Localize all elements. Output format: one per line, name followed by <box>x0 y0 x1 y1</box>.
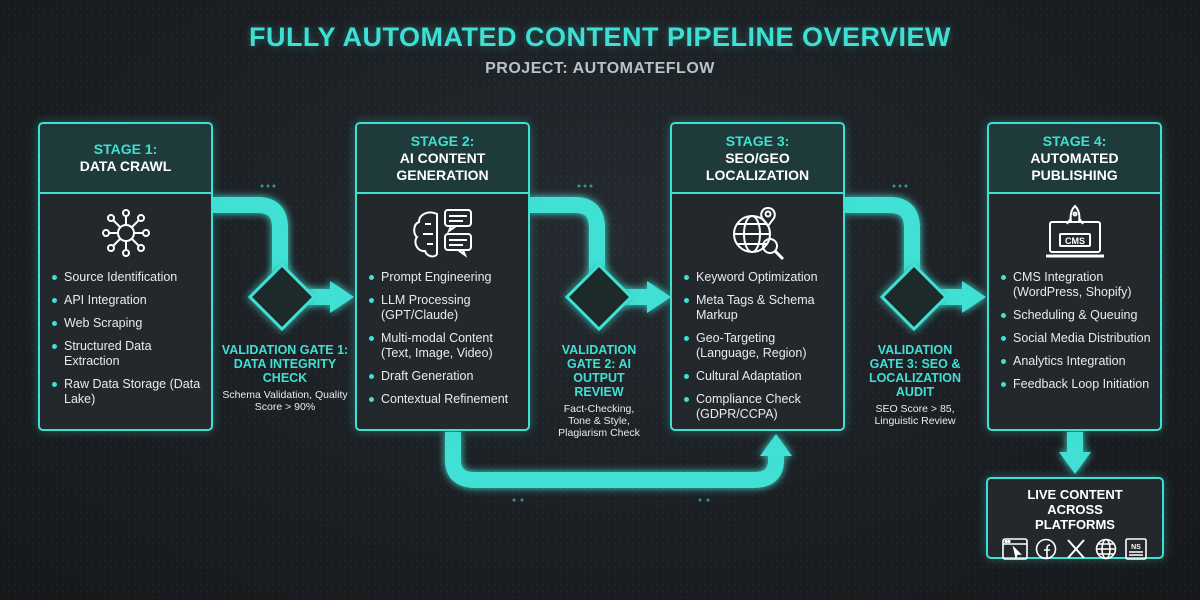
gate-title: VALIDATION GATE 3: SEO & LOCALIZATION AU… <box>868 343 962 399</box>
stage-number: STAGE 4: <box>1042 132 1107 149</box>
gate-description: SEO Score > 85, Linguistic Review <box>874 403 956 427</box>
platform-icon-row: NS <box>988 538 1162 560</box>
arrowhead-output <box>1059 452 1091 474</box>
list-item: Scheduling & Queuing <box>999 308 1152 323</box>
list-item: Multi-modal Content (Text, Image, Video) <box>367 331 520 361</box>
stage-name: DATA CRAWL <box>79 158 172 174</box>
arrowhead-1 <box>330 281 354 313</box>
gate-diamond-3 <box>879 262 949 332</box>
gate-diamond-2 <box>564 262 634 332</box>
list-item: Prompt Engineering <box>367 270 520 285</box>
list-item: Raw Data Storage (Data Lake) <box>50 377 203 407</box>
validation-gate-3: VALIDATION GATE 3: SEO & LOCALIZATION AU… <box>850 343 980 427</box>
stage-card-seo-geo-localization: STAGE 3: SEO/GEO LOCALIZATION Keyword Op… <box>670 122 845 431</box>
list-item: Geo-Targeting (Language, Region) <box>682 331 835 361</box>
arrowhead-loop <box>760 434 792 456</box>
gate-title: VALIDATION GATE 2: AI OUTPUT REVIEW <box>561 343 637 399</box>
arrowhead-3 <box>962 281 986 313</box>
validation-gate-2: VALIDATION GATE 2: AI OUTPUT REVIEW Fact… <box>535 343 663 439</box>
arrowhead-2 <box>647 281 671 313</box>
stage-name: AI CONTENT GENERATION <box>396 149 489 183</box>
stage-header: STAGE 3: SEO/GEO LOCALIZATION <box>672 124 843 194</box>
stage-item-list: Prompt Engineering LLM Processing (GPT/C… <box>357 266 528 407</box>
cms-rocket-icon: CMS <box>989 200 1160 266</box>
list-item: LLM Processing (GPT/Claude) <box>367 293 520 323</box>
list-item: Feedback Loop Initiation <box>999 377 1152 392</box>
list-item: Contextual Refinement <box>367 392 520 407</box>
stage-header: STAGE 2: AI CONTENT GENERATION <box>357 124 528 194</box>
globe-icon <box>1094 538 1118 560</box>
list-item: Meta Tags & Schema Markup <box>682 293 835 323</box>
list-item: Keyword Optimization <box>682 270 835 285</box>
stage-header: STAGE 4: AUTOMATED PUBLISHING <box>989 124 1160 194</box>
svg-text:CMS: CMS <box>1065 236 1085 246</box>
live-content-panel: LIVE CONTENT ACROSS PLATFORMS <box>986 477 1164 560</box>
list-item: Draft Generation <box>367 369 520 384</box>
validation-gate-1: VALIDATION GATE 1: DATA INTEGRITY CHECK … <box>220 343 350 413</box>
list-item: Analytics Integration <box>999 354 1152 369</box>
stage-item-list: Source Identification API Integration We… <box>40 266 211 407</box>
stage-item-list: CMS Integration (WordPress, Shopify) Sch… <box>989 266 1160 392</box>
globe-magnifier-icon <box>672 200 843 266</box>
connector-loop <box>445 432 784 488</box>
list-item: Cultural Adaptation <box>682 369 835 384</box>
list-item: Structured Data Extraction <box>50 339 203 369</box>
list-item: Source Identification <box>50 270 203 285</box>
browser-cursor-icon <box>1002 538 1028 560</box>
page-subtitle: PROJECT: AUTOMATEFLOW <box>485 60 715 77</box>
list-item: API Integration <box>50 293 203 308</box>
stage-item-list: Keyword Optimization Meta Tags & Schema … <box>672 266 843 422</box>
stage-card-ai-content-generation: STAGE 2: AI CONTENT GENERATION Prompt En… <box>355 122 530 431</box>
stage-number: STAGE 2: <box>410 132 475 149</box>
gate-title: VALIDATION GATE 1: DATA INTEGRITY CHECK <box>221 343 349 385</box>
list-item: Web Scraping <box>50 316 203 331</box>
stage-header: STAGE 1: DATA CRAWL <box>40 124 211 194</box>
svg-text:NS: NS <box>1131 544 1141 551</box>
list-item: Social Media Distribution <box>999 331 1152 346</box>
stage-name: SEO/GEO LOCALIZATION <box>705 149 810 183</box>
x-icon <box>1064 538 1088 560</box>
stage-card-data-crawl: STAGE 1: DATA CRAWL Source Identificatio… <box>38 122 213 431</box>
stage-number: STAGE 3: <box>725 132 790 149</box>
spider-network-icon <box>40 200 211 266</box>
stage-card-automated-publishing: STAGE 4: AUTOMATED PUBLISHING CMS CMS In… <box>987 122 1162 431</box>
gate-diamond-1 <box>247 262 317 332</box>
list-item: Compliance Check (GDPR/CCPA) <box>682 392 835 422</box>
stage-number: STAGE 1: <box>93 141 158 157</box>
news-icon: NS <box>1124 538 1148 560</box>
page-title: FULLY AUTOMATED CONTENT PIPELINE OVERVIE… <box>248 22 952 52</box>
gate-description: Fact-Checking, Tone & Style, Plagiarism … <box>558 403 640 439</box>
list-item: CMS Integration (WordPress, Shopify) <box>999 270 1152 300</box>
live-content-title: LIVE CONTENT ACROSS PLATFORMS <box>1027 487 1123 532</box>
gate-description: Schema Validation, Quality Score > 90% <box>222 389 348 413</box>
brain-chat-icon <box>357 200 528 266</box>
stage-name: AUTOMATED PUBLISHING <box>1030 149 1119 183</box>
facebook-icon <box>1034 538 1058 560</box>
